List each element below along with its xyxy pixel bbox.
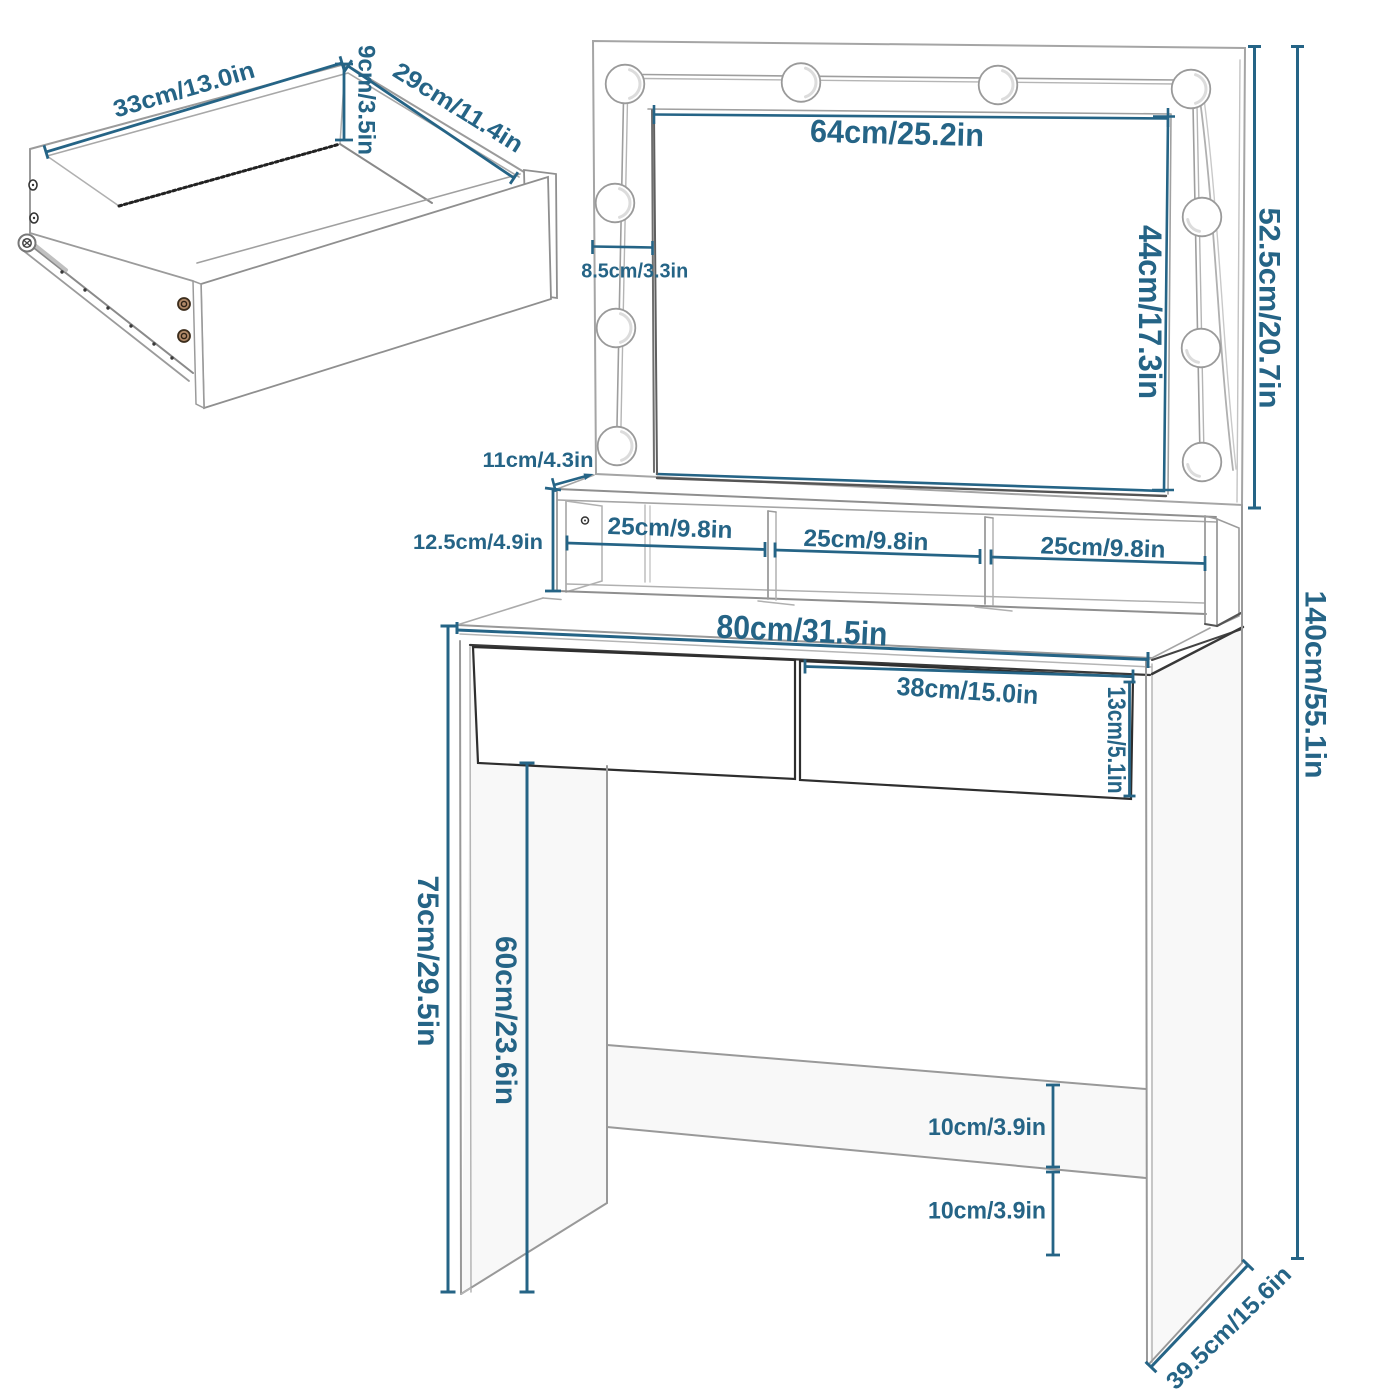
svg-text:10cm/3.9in: 10cm/3.9in [928,1114,1046,1141]
svg-text:44cm/17.3in: 44cm/17.3in [1132,225,1168,399]
svg-text:11cm/4.3in: 11cm/4.3in [483,449,594,472]
svg-text:80cm/31.5in: 80cm/31.5in [716,607,889,652]
svg-text:13cm/5.1in: 13cm/5.1in [1102,687,1130,794]
svg-text:25cm/9.8in: 25cm/9.8in [607,513,733,544]
svg-text:64cm/25.2in: 64cm/25.2in [810,113,985,154]
svg-text:60cm/23.6in: 60cm/23.6in [489,936,522,1105]
svg-text:25cm/9.8in: 25cm/9.8in [1040,532,1166,563]
svg-text:12.5cm/4.9in: 12.5cm/4.9in [413,531,543,554]
svg-text:8.5cm/3.3in: 8.5cm/3.3in [581,261,688,283]
svg-text:10cm/3.9in: 10cm/3.9in [928,1198,1046,1225]
svg-text:25cm/9.8in: 25cm/9.8in [803,525,929,556]
svg-text:9cm/3.5in: 9cm/3.5in [353,45,380,155]
svg-text:140cm/55.1in: 140cm/55.1in [1299,591,1332,779]
svg-text:75cm/29.5in: 75cm/29.5in [411,876,444,1047]
svg-text:52.5cm/20.7in: 52.5cm/20.7in [1253,208,1286,409]
